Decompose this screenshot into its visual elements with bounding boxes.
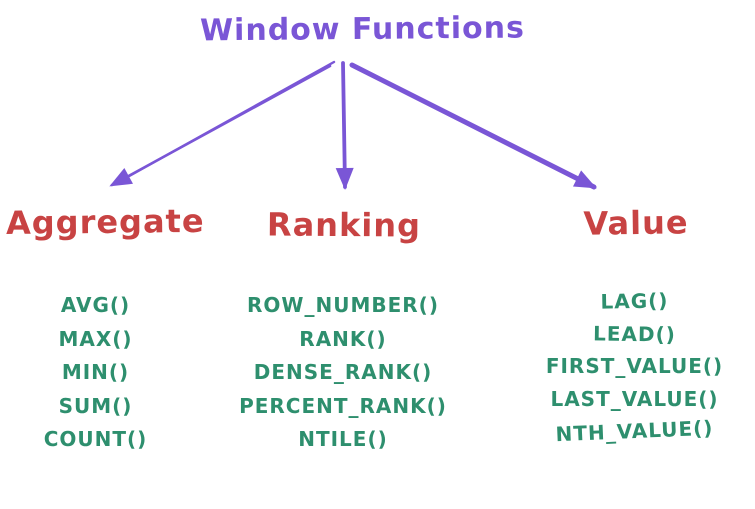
category-header-ranking: Ranking (266, 205, 422, 245)
function-name: COUNT() (43, 427, 148, 451)
function-name: RANK() (299, 326, 387, 351)
function-list-aggregate: AVG() MAX() MIN() SUM() COUNT() (8, 289, 183, 457)
function-name: FIRST_VALUE() (545, 354, 724, 378)
arrow-to-ranking-icon (335, 61, 354, 190)
function-name: ROW_NUMBER() (247, 293, 439, 317)
arrow-to-value-icon (349, 62, 597, 190)
function-list-ranking: ROW_NUMBER() RANK() DENSE_RANK() PERCENT… (233, 289, 453, 457)
arrow-to-aggregate-icon (109, 60, 336, 187)
category-header-aggregate: Aggregate (5, 201, 205, 242)
function-name: SUM() (58, 393, 133, 418)
function-name: AVG() (60, 293, 131, 317)
function-name: NTILE() (298, 427, 388, 451)
function-name: MIN() (61, 360, 130, 384)
function-name: MAX() (58, 326, 133, 351)
function-name: LAG() (600, 288, 669, 314)
function-name: LEAD() (592, 320, 677, 347)
function-name: LAST_VALUE() (550, 386, 719, 411)
function-name: NTH_VALUE() (555, 415, 714, 447)
function-name: PERCENT_RANK() (239, 393, 447, 418)
category-header-value: Value (583, 203, 689, 243)
function-name: DENSE_RANK() (253, 360, 433, 384)
function-list-value: LAG() LEAD() FIRST_VALUE() LAST_VALUE() … (522, 285, 747, 448)
